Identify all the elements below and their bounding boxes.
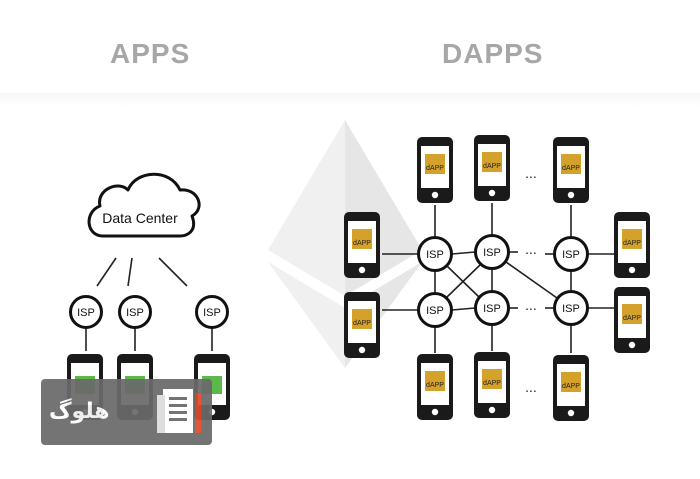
isp-label: ISP (562, 303, 580, 315)
isp-node (417, 292, 453, 328)
isp-node (553, 290, 589, 326)
dapp-phone-icon: dAPP (344, 292, 380, 358)
watermark-logo: هلوگ (41, 379, 212, 445)
dapps-ellipses: ... ... ... ... (525, 165, 537, 395)
svg-text:dAPP: dAPP (353, 240, 371, 247)
apps-isp-nodes: ISP ISP ISP (69, 295, 229, 329)
isp-node (417, 236, 453, 272)
apps-heading: APPS (110, 38, 191, 69)
isp-label: ISP (126, 307, 144, 319)
dapp-phone-icon: dAPP (474, 135, 510, 201)
dapp-phone-icon: dAPP (417, 354, 453, 420)
svg-text:dAPP: dAPP (623, 315, 641, 322)
isp-label: ISP (483, 247, 501, 259)
svg-text:dAPP: dAPP (483, 380, 501, 387)
ellipsis: ... (525, 379, 537, 395)
dapps-links (382, 203, 614, 353)
isp-label: ISP (77, 307, 95, 319)
isp-node (553, 236, 589, 272)
dapp-phone-icon: dAPP (614, 212, 650, 278)
ellipsis: ... (525, 165, 537, 181)
watermark-text: هلوگ (49, 399, 110, 424)
dapp-phones: dAPP dAPP dAPP dAPP dAPP dAPP (344, 135, 650, 421)
dapps-heading: DAPPS (442, 38, 544, 69)
svg-text:dAPP: dAPP (426, 165, 444, 172)
dapps-isp-nodes: ISP ISP ISP ISP ISP ISP (417, 234, 589, 328)
svg-text:dAPP: dAPP (562, 383, 580, 390)
isp-node (69, 295, 103, 329)
isp-label: ISP (203, 307, 221, 319)
dapp-phone-icon: dAPP (344, 212, 380, 278)
apps-uplinks (85, 257, 213, 351)
isp-label: ISP (483, 303, 501, 315)
isp-node (118, 295, 152, 329)
dapp-phone-icon: dAPP (474, 352, 510, 418)
document-icon (157, 389, 201, 433)
isp-label: ISP (562, 249, 580, 261)
ellipsis: ... (525, 297, 537, 313)
data-center-cloud-icon (87, 172, 201, 238)
isp-label: ISP (426, 249, 444, 261)
data-center-label: Data Center (102, 210, 178, 226)
svg-text:dAPP: dAPP (623, 240, 641, 247)
svg-text:dAPP: dAPP (483, 163, 501, 170)
header-divider-band (0, 93, 700, 107)
isp-node (474, 234, 510, 270)
dapp-phone-icon: dAPP (553, 355, 589, 421)
isp-node (195, 295, 229, 329)
ellipsis: ... (525, 241, 537, 257)
svg-text:dAPP: dAPP (562, 165, 580, 172)
svg-text:dAPP: dAPP (353, 320, 371, 327)
dapp-phone-icon: dAPP (417, 137, 453, 203)
svg-text:dAPP: dAPP (426, 382, 444, 389)
isp-label: ISP (426, 305, 444, 317)
isp-node (474, 290, 510, 326)
dapp-phone-icon: dAPP (553, 137, 589, 203)
dapp-phone-icon: dAPP (614, 287, 650, 353)
